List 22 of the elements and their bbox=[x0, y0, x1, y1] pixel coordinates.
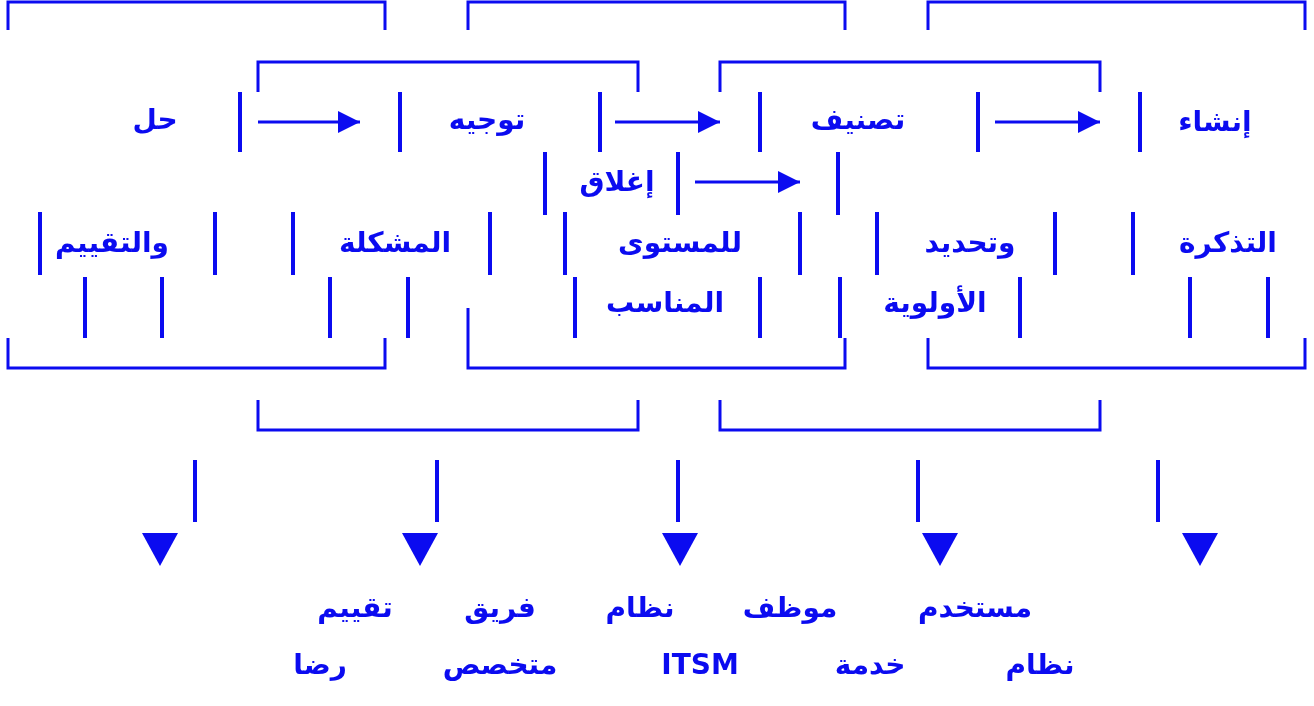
word-label: المناسب bbox=[606, 286, 724, 320]
word-label: وتحديد bbox=[924, 226, 1016, 260]
word-label: مستخدم bbox=[917, 591, 1033, 625]
word-label: حل bbox=[132, 103, 178, 137]
word-label: تصنيف bbox=[810, 103, 906, 137]
word-label: تقييم bbox=[317, 591, 393, 625]
word-label: إغلاق bbox=[579, 165, 655, 199]
word-label: التذكرة bbox=[1179, 226, 1277, 260]
word-label: خدمة bbox=[834, 648, 906, 682]
word-label: إنشاء bbox=[1178, 105, 1252, 139]
word-label: المشكلة bbox=[338, 226, 452, 260]
word-label: نظام bbox=[1005, 648, 1075, 682]
word-label: فريق bbox=[464, 591, 536, 625]
word-label: رضا bbox=[293, 648, 347, 682]
word-label: موظف bbox=[742, 591, 838, 625]
word-label: ITSM bbox=[661, 648, 739, 682]
word-label: نظام bbox=[605, 591, 675, 625]
word-label: متخصص bbox=[442, 648, 558, 682]
word-label: الأولوية bbox=[883, 286, 987, 320]
word-label: والتقييم bbox=[55, 226, 169, 260]
word-label: للمستوى bbox=[618, 226, 742, 260]
word-label: توجيه bbox=[448, 103, 526, 137]
